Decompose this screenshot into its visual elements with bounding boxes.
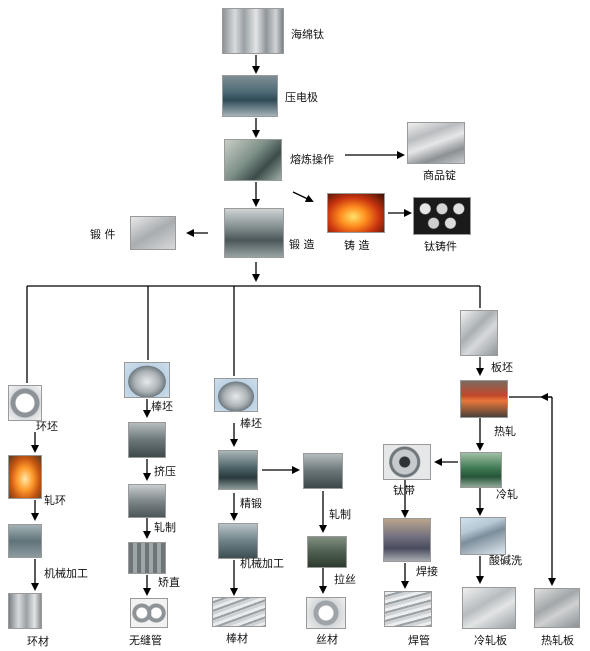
label-forge: 锻 造 <box>289 238 315 251</box>
label-ring-mat: 环材 <box>27 635 49 648</box>
weld-photo <box>383 518 431 562</box>
forge-photo <box>224 208 284 258</box>
draw-photo <box>307 536 347 568</box>
seamless-photo <box>130 598 168 628</box>
label-hot-roll: 热轧 <box>494 425 516 438</box>
wire-photo <box>306 597 346 629</box>
label-casting: 钛铸件 <box>424 240 457 253</box>
bar-blank1-photo <box>124 362 170 398</box>
hot-plate-photo <box>534 588 580 628</box>
ring-blank-photo <box>8 385 42 421</box>
machining-photo <box>8 524 42 558</box>
label-roll1: 轧制 <box>154 521 176 534</box>
label-strip: 钛带 <box>393 484 415 497</box>
label-smelt: 熔炼操作 <box>290 153 334 166</box>
label-cast: 铸 造 <box>344 239 370 252</box>
label-wire: 丝材 <box>316 633 338 646</box>
label-electrode: 压电极 <box>285 91 318 104</box>
label-precision: 精锻 <box>240 497 262 510</box>
electrode-photo <box>222 75 278 117</box>
casting-photo <box>413 197 471 235</box>
label-slab: 板坯 <box>491 361 513 374</box>
label-weld: 焊接 <box>416 565 438 578</box>
pickle-photo <box>460 517 506 555</box>
label-bar-blank1: 棒坯 <box>151 400 173 413</box>
label-machining2: 机械加工 <box>240 557 284 570</box>
ring-roll-photo <box>8 455 42 499</box>
strip-photo <box>383 444 431 480</box>
weld-pipe-photo <box>384 591 432 627</box>
label-seamless: 无缝管 <box>129 634 162 647</box>
label-cold-plate: 冷轧板 <box>474 634 507 647</box>
forging-photo <box>130 216 176 250</box>
label-draw: 拉丝 <box>334 573 356 586</box>
smelt-photo <box>224 139 282 181</box>
label-forging: 锻 件 <box>90 228 116 241</box>
extrude-photo <box>128 422 166 458</box>
hot-roll-photo <box>460 380 508 418</box>
label-ring-roll: 轧环 <box>44 494 66 507</box>
cold-roll-photo <box>460 452 502 488</box>
precision-photo <box>218 450 258 490</box>
arrow-smelt-cast <box>292 191 314 203</box>
ring-mat-photo <box>8 593 42 629</box>
label-bar-blank2: 棒坯 <box>240 417 262 430</box>
machining2-photo <box>218 523 258 559</box>
cast-photo <box>327 193 385 233</box>
label-extrude: 挤压 <box>154 465 176 478</box>
roll1-photo <box>128 484 166 518</box>
bar-mat-photo <box>212 597 266 627</box>
label-machining: 机械加工 <box>44 567 88 580</box>
label-roll2: 轧制 <box>329 508 351 521</box>
sponge-photo <box>222 8 284 54</box>
ingot-photo <box>407 122 465 164</box>
label-straighten: 矫直 <box>158 576 180 589</box>
roll2-photo <box>303 453 343 489</box>
cold-plate-photo <box>462 587 516 629</box>
bar-blank2-photo <box>214 378 258 412</box>
label-pickle: 酸碱洗 <box>489 554 522 567</box>
label-cold-roll: 冷轧 <box>496 488 518 501</box>
slab-photo <box>460 310 498 356</box>
label-ring-blank: 环坯 <box>36 420 58 433</box>
label-hot-plate: 热轧板 <box>541 634 574 647</box>
label-sponge: 海绵钛 <box>291 28 324 41</box>
straighten-photo <box>128 542 166 574</box>
label-weld-pipe: 焊管 <box>408 634 430 647</box>
label-bar-mat: 棒材 <box>226 632 248 645</box>
label-ingot: 商品锭 <box>423 169 456 182</box>
